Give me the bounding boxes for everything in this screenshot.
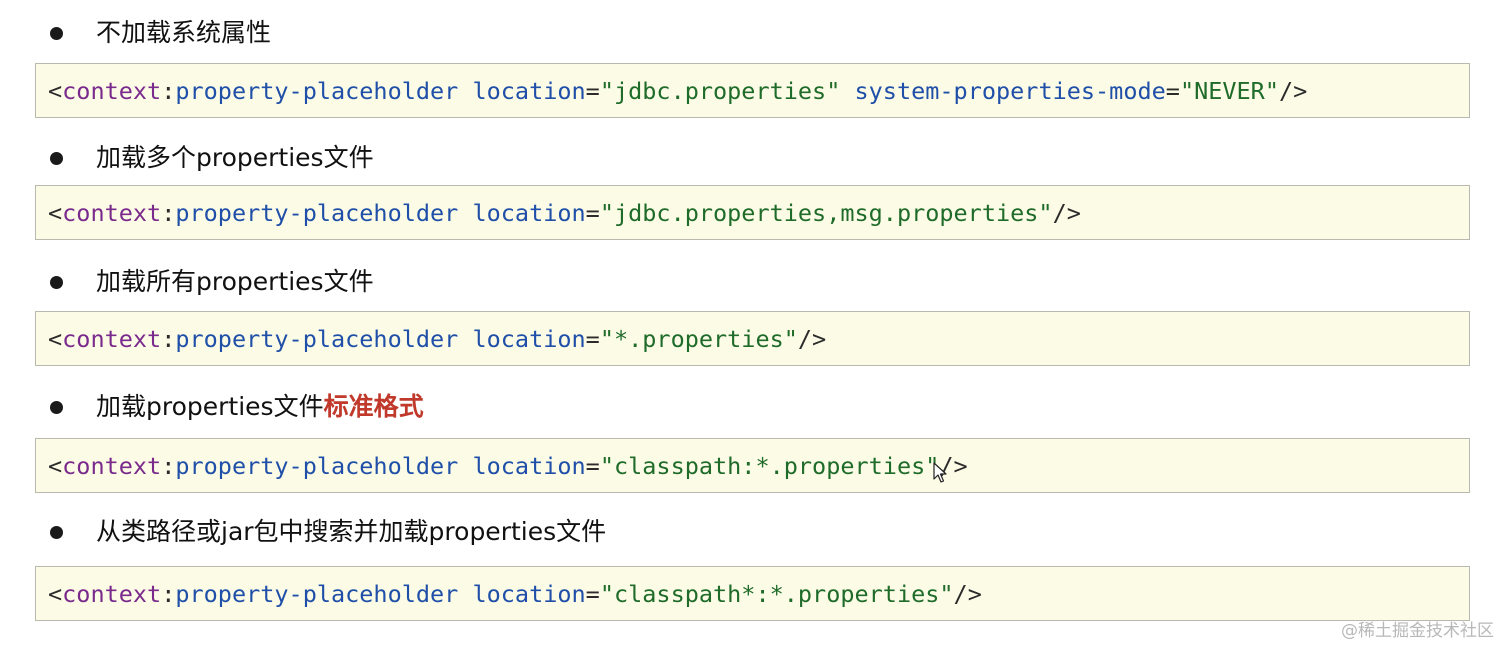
code-tag: property-placeholder <box>175 451 459 480</box>
code-tag: property-placeholder <box>175 76 459 105</box>
code-equals: = <box>585 324 600 353</box>
bullet-dot-icon <box>50 275 63 289</box>
code-tag: property-placeholder <box>175 579 459 608</box>
code-block: <context:property-placeholder location="… <box>35 63 1470 118</box>
code-tag: property-placeholder <box>175 324 459 353</box>
code-equals: = <box>585 76 600 105</box>
section-heading: 加载所有properties文件 <box>96 267 374 296</box>
code-equals: = <box>585 451 600 480</box>
code-colon: : <box>161 579 176 608</box>
code-colon: : <box>161 451 176 480</box>
code-namespace: context <box>62 198 162 227</box>
watermark: @稀土掘金技术社区 <box>1341 621 1494 641</box>
code-open-bracket: < <box>48 324 63 353</box>
code-attr-name: location <box>472 324 586 353</box>
bullet-dot-icon <box>50 151 63 165</box>
heading-plain: 加载properties文件 <box>96 392 324 421</box>
code-close: /> <box>1052 198 1081 227</box>
code-namespace: context <box>62 451 162 480</box>
code-block: <context:property-placeholder location="… <box>35 311 1470 366</box>
section-heading: 加载properties文件标准格式 <box>96 389 424 425</box>
code-block: <context:property-placeholder location="… <box>35 185 1470 240</box>
code-attr-value: "classpath:*.properties" <box>599 451 940 480</box>
code-colon: : <box>161 198 176 227</box>
code-attr-value: "jdbc.properties" <box>599 76 841 105</box>
section-heading: 加载多个properties文件 <box>96 143 374 172</box>
code-namespace: context <box>62 324 162 353</box>
code-attr-name: location <box>472 579 586 608</box>
code-block: <context:property-placeholder location="… <box>35 438 1470 493</box>
section-heading: 不加载系统属性 <box>96 18 272 47</box>
code-tag: property-placeholder <box>175 198 459 227</box>
code-colon: : <box>161 324 176 353</box>
code-attr-value: "NEVER" <box>1179 76 1279 105</box>
code-close: /> <box>797 324 827 353</box>
code-open-bracket: < <box>48 451 63 480</box>
code-equals: = <box>585 198 600 227</box>
code-attr-value: "jdbc.properties,msg.properties" <box>599 198 1053 227</box>
code-attr-value: "classpath*:*.properties" <box>599 579 954 608</box>
code-equals: = <box>585 579 600 608</box>
code-close: /> <box>1278 76 1308 105</box>
code-open-bracket: < <box>48 198 63 227</box>
code-attr-name: system-properties-mode <box>854 76 1166 105</box>
bullet-dot-icon <box>50 26 63 40</box>
code-namespace: context <box>62 76 162 105</box>
code-close: /> <box>953 579 982 608</box>
code-equals: = <box>1165 76 1180 105</box>
code-open-bracket: < <box>48 76 63 105</box>
code-attr-value: "*.properties" <box>599 324 798 353</box>
code-close: /> <box>939 451 968 480</box>
bullet-dot-icon <box>50 525 63 539</box>
section-heading: 从类路径或jar包中搜索并加载properties文件 <box>96 517 607 546</box>
code-colon: : <box>161 76 176 105</box>
code-attr-name: location <box>472 451 586 480</box>
code-namespace: context <box>62 579 162 608</box>
bullet-dot-icon <box>50 400 63 414</box>
code-block: <context:property-placeholder location="… <box>35 566 1470 621</box>
code-attr-name: location <box>472 76 586 105</box>
code-open-bracket: < <box>48 579 63 608</box>
heading-accent: 标准格式 <box>323 392 424 421</box>
code-attr-name: location <box>472 198 586 227</box>
